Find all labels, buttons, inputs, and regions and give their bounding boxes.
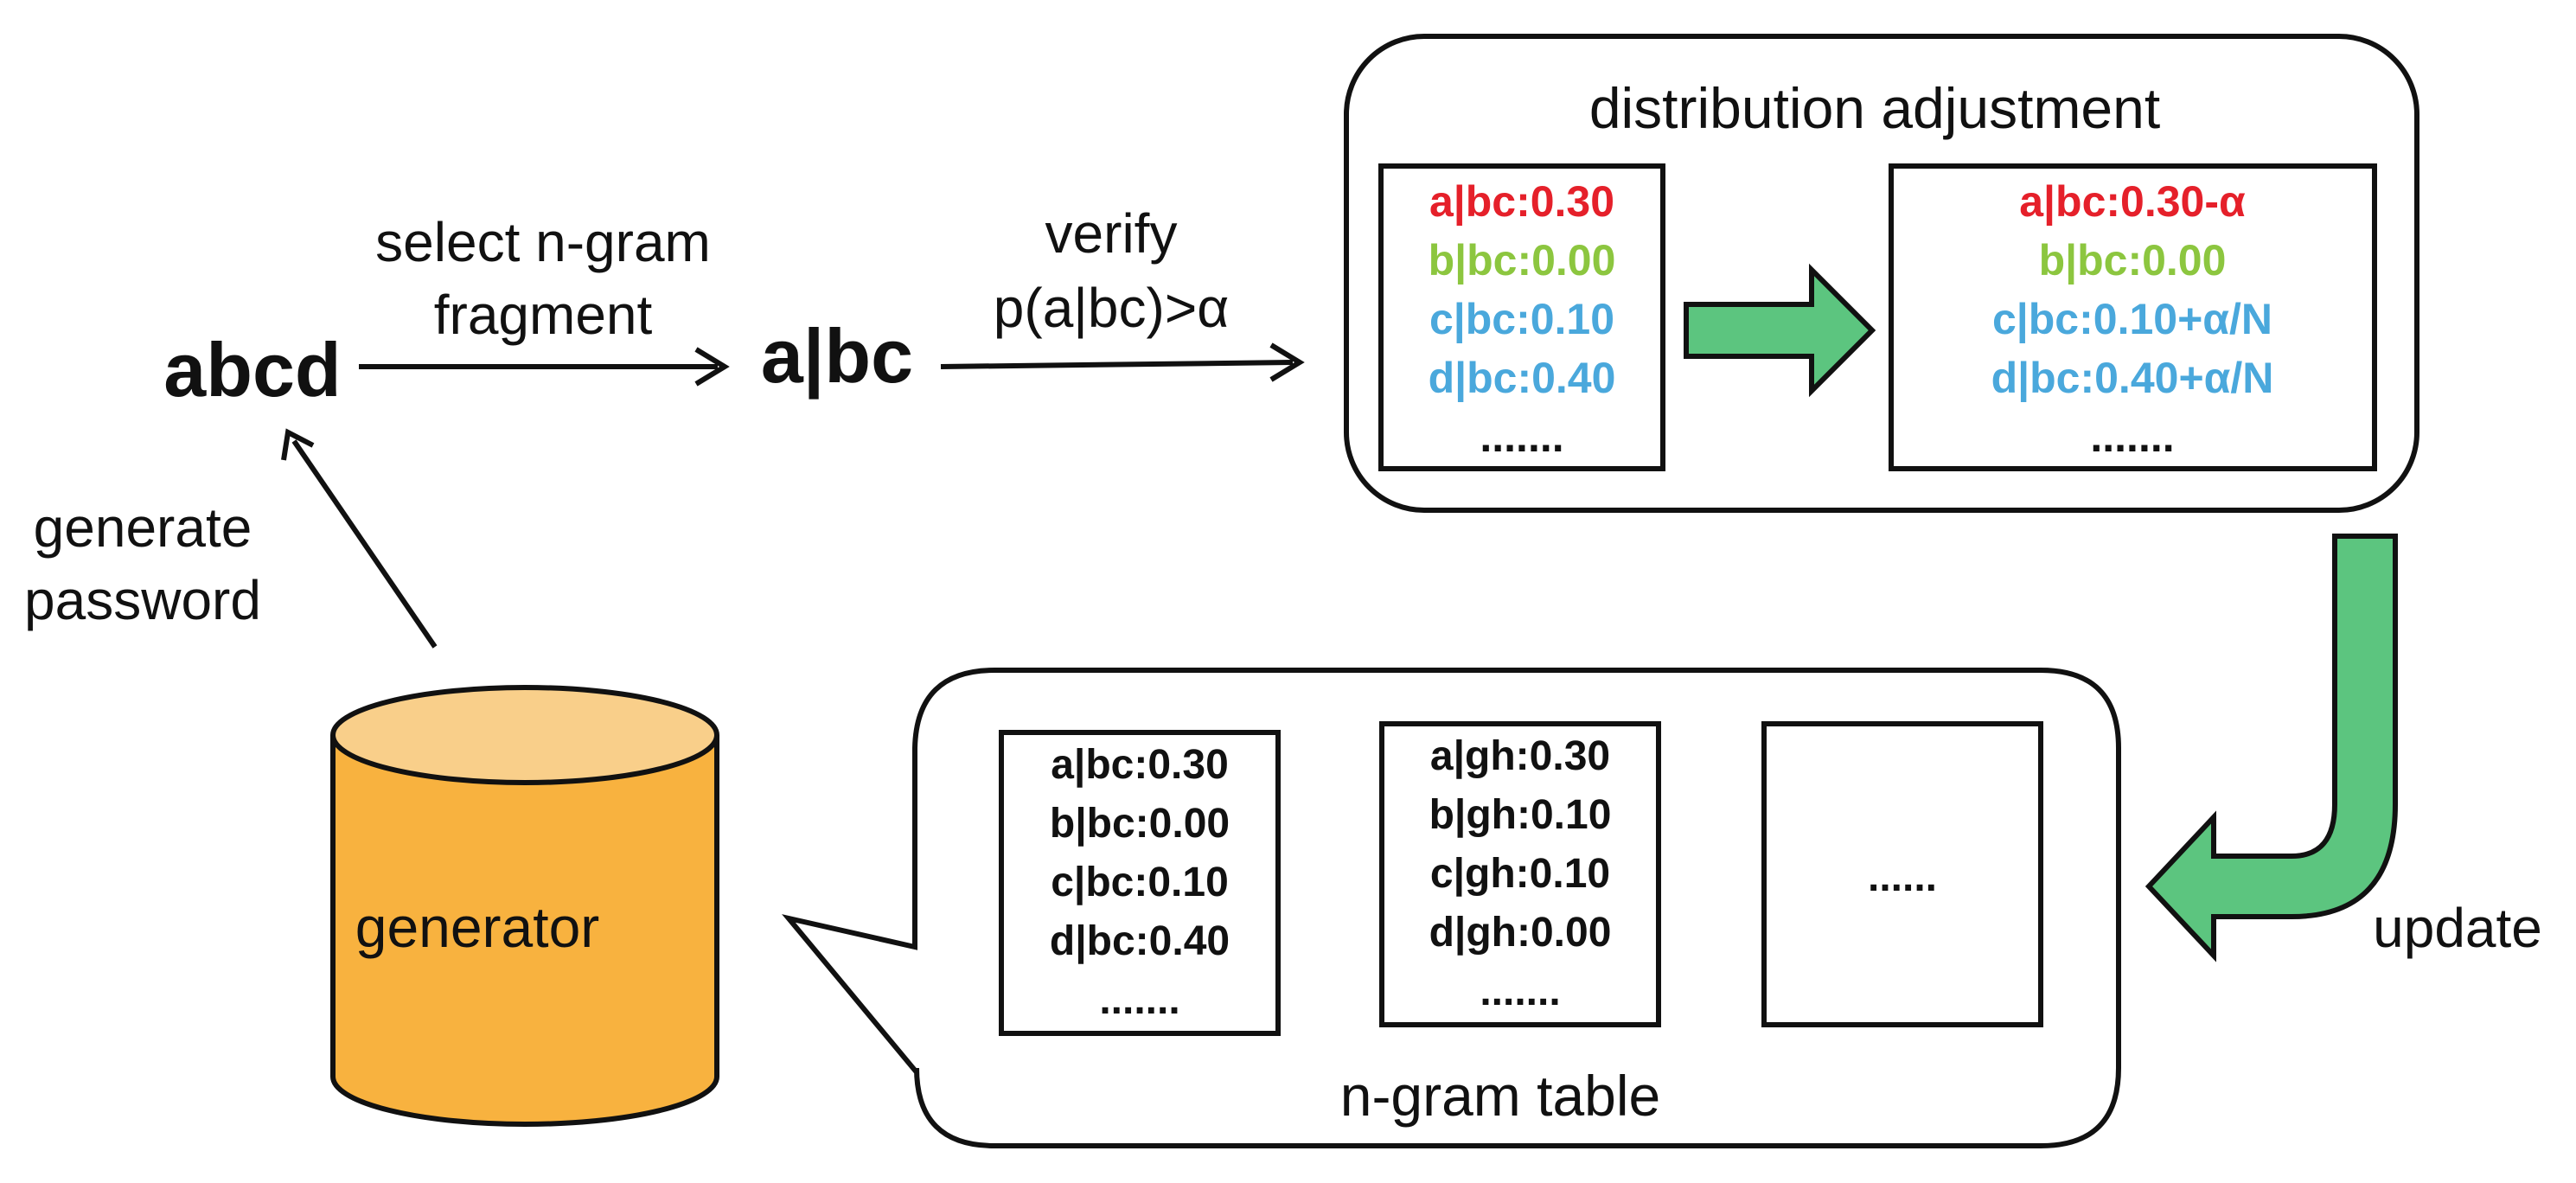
ngram-table-2-list: a|gh:0.30 b|gh:0.10 c|gh:0.10 d|gh:0.00....… xyxy=(1429,733,1612,1014)
update-label: update xyxy=(2373,897,2542,959)
generator-cylinder xyxy=(330,685,719,1127)
ngram-table-2-line: ....... xyxy=(1480,969,1560,1014)
verify-arrow xyxy=(940,342,1305,382)
ngram-table-1-box xyxy=(999,730,1281,1036)
ngram-table-3-list: ...... xyxy=(1868,854,1937,900)
adjustment-after-line: b|bc:0.00 xyxy=(2039,236,2227,285)
ngram-table-1-line: d|bc:0.40 xyxy=(1050,918,1230,964)
verify-label-line1: verify xyxy=(1045,202,1178,265)
ngram-table-1-line: b|bc:0.00 xyxy=(1050,801,1230,847)
adjustment-after-box xyxy=(1889,163,2377,471)
ngram-table-3-box xyxy=(1761,721,2043,1027)
adjustment-before-line: a|bc:0.30 xyxy=(1429,177,1614,227)
ngram-table-2-box xyxy=(1379,721,1661,1027)
ngram-table-1-line: c|bc:0.10 xyxy=(1051,860,1229,905)
ngram-table-2-line: b|gh:0.10 xyxy=(1429,792,1612,838)
adjustment-title: distribution adjustment xyxy=(1589,76,2160,140)
ngram-table-3-line: ...... xyxy=(1868,854,1937,900)
select-label-line1: select n-gram xyxy=(375,211,711,273)
ngram-table-1-line: a|bc:0.30 xyxy=(1051,742,1229,788)
password-text: abcd xyxy=(163,327,341,412)
fragment-text: a|bc xyxy=(761,313,913,400)
ngram-table-2-line: c|gh:0.10 xyxy=(1430,851,1610,897)
adjustment-before-box xyxy=(1378,163,1665,471)
adjustment-after-line: a|bc:0.30-α xyxy=(2019,177,2246,227)
adjustment-before-list: a|bc:0.30 b|bc:0.00 c|bc:0.10 d|bc:0.40....… xyxy=(1429,177,1616,461)
ngram-table-title: n-gram table xyxy=(1340,1064,1661,1128)
adjustment-after-list: a|bc:0.30-α b|bc:0.00 c|bc:0.10+α/N d|bc:0.… xyxy=(1991,177,2274,461)
adjustment-after-line: ....... xyxy=(2090,412,2174,461)
select-label-line2: fragment xyxy=(434,284,653,346)
update-arrow xyxy=(2145,534,2398,962)
ngram-table-2-line: a|gh:0.30 xyxy=(1430,733,1610,779)
generate-label-line2: password xyxy=(24,569,261,631)
adjustment-before-line: b|bc:0.00 xyxy=(1429,236,1616,285)
ngram-table-1-list: a|bc:0.30 b|bc:0.00 c|bc:0.10 d|bc:0.40....… xyxy=(1050,742,1230,1023)
ngram-table-1-line: ....... xyxy=(1099,977,1179,1023)
generate-label-line1: generate xyxy=(34,496,252,559)
ngram-table-2-line: d|gh:0.00 xyxy=(1429,910,1612,956)
generate-arrow xyxy=(281,428,438,649)
select-arrow xyxy=(359,347,730,387)
adjustment-before-line: d|bc:0.40 xyxy=(1429,354,1616,403)
verify-label-line2: p(a|bc)>α xyxy=(994,277,1229,339)
adjust-arrow xyxy=(1684,263,1876,398)
adjustment-after-line: c|bc:0.10+α/N xyxy=(1992,295,2272,344)
generator-label: generator xyxy=(355,895,600,959)
adjustment-after-line: d|bc:0.40+α/N xyxy=(1991,354,2274,403)
adjustment-before-line: c|bc:0.10 xyxy=(1429,295,1614,344)
adjustment-before-line: ....... xyxy=(1480,412,1563,461)
